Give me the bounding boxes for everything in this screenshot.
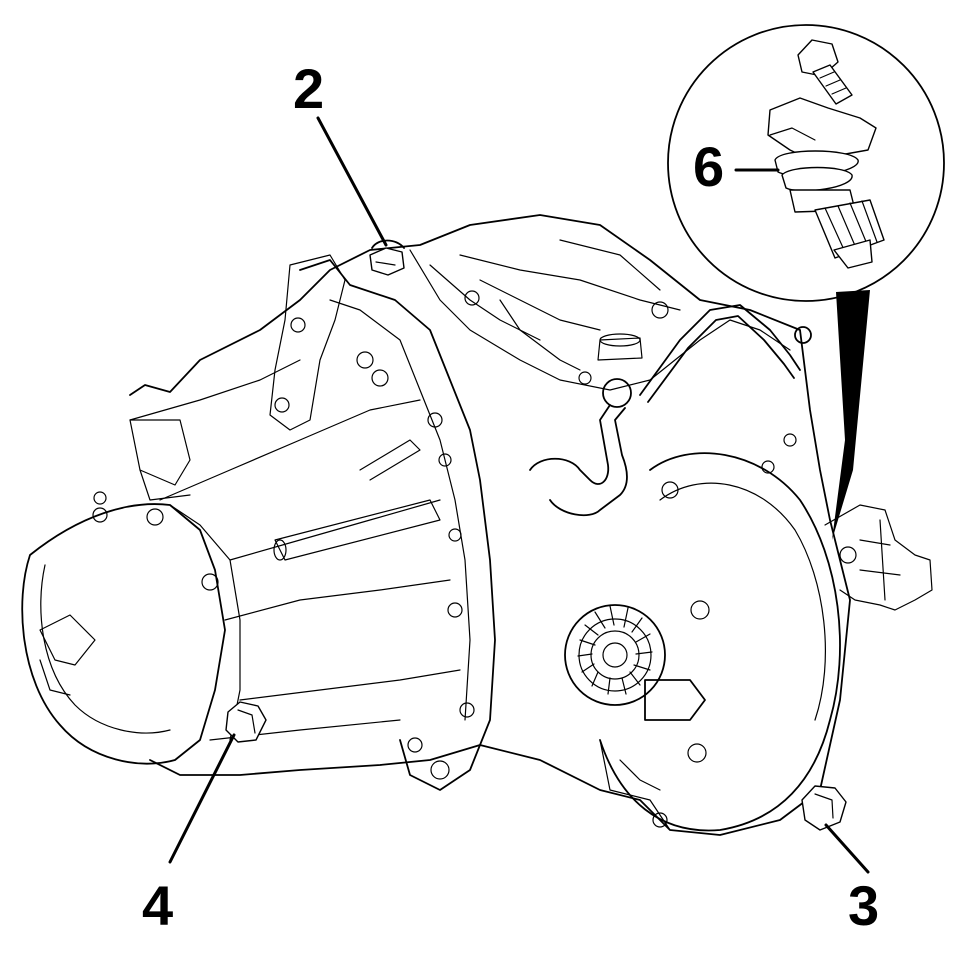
leader-3 [824,823,870,874]
filler-plug [369,239,405,276]
level-plug [225,701,267,743]
callout-2: 2 [293,57,324,120]
transmission-housing [21,214,933,836]
speedometer-drive [767,97,885,269]
callout-4: 4 [142,874,173,937]
leader-4 [168,733,236,864]
callout-6: 6 [693,135,724,198]
drain-plug [801,785,847,831]
callout-3: 3 [848,874,879,937]
leader-lines [168,116,870,874]
inset-bolt [797,39,853,105]
detail-inset [667,24,945,540]
callouts: 2 3 4 6 [142,57,879,937]
leader-2 [316,116,388,247]
